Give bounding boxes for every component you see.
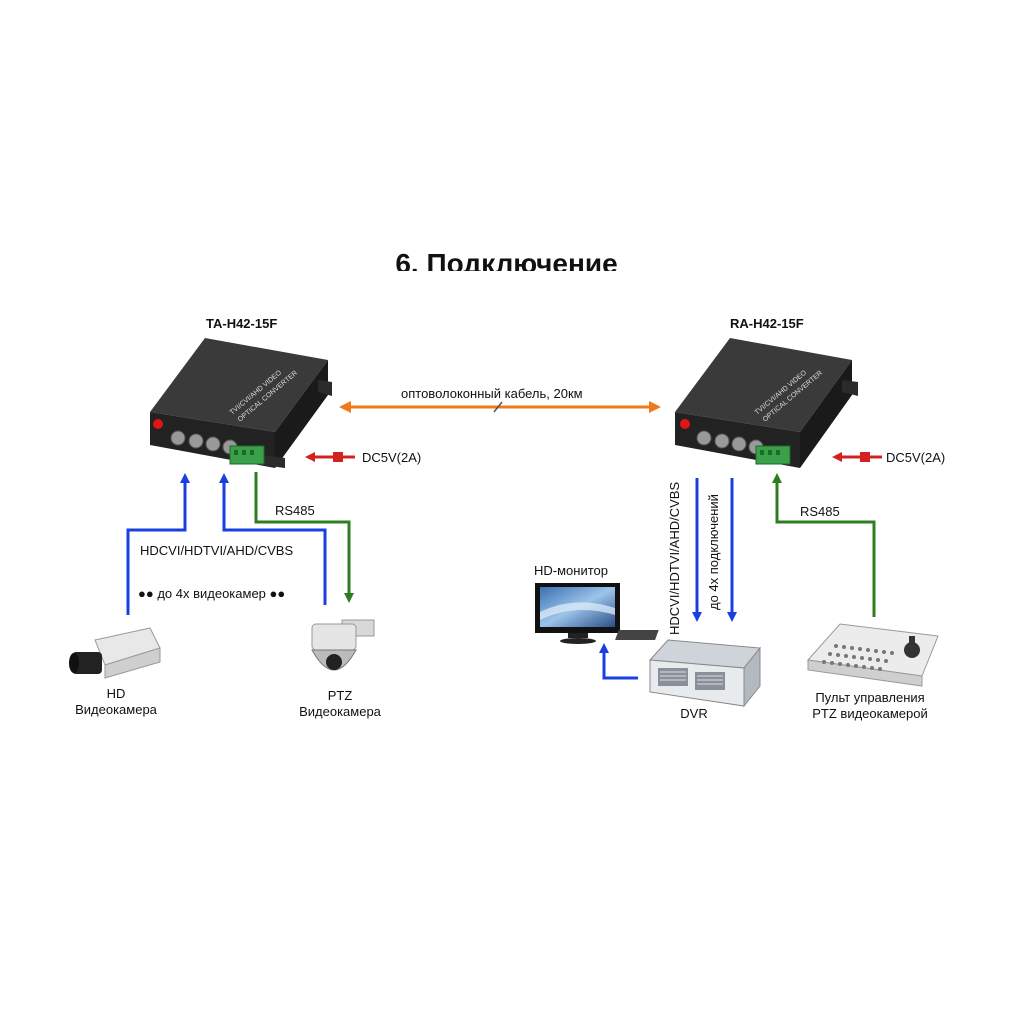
left-signal-formats-label: HDCVI/HDTVI/AHD/CVBS [140,543,294,558]
hd-camera-icon [69,627,161,679]
ptz-camera-video-line [219,473,327,605]
connections-count-label: до 4х подключений [706,494,721,610]
right-signal-formats-label: HDCVI/HDTVI/AHD/CVBS [667,481,682,635]
dvr-to-monitor-line [599,643,638,680]
ptz-camera-caption: PTZ Видеокамера [280,688,400,720]
page-title: 6. Подключение [395,248,618,271]
monitor-icon [535,583,620,644]
ptz-controller-icon [615,623,939,687]
hd-camera-caption-line-2: Видеокамера [75,702,157,717]
receiver-power-label: DC5V(2A) [886,450,946,465]
ptz-camera-icon [311,619,375,671]
transmitter-model-label: TA-H42-15F [206,316,278,331]
receiver-device: TVI/CVI/AHD VIDEO OPTICAL CONVERTER [675,338,858,468]
receiver-power-plug [860,452,870,462]
hd-camera-video-line [126,473,190,615]
ptz-camera-caption-line-2: Видеокамера [299,704,381,719]
fiber-break-mark [493,401,503,413]
controller-caption-line-2: PTZ видеокамерой [812,706,928,721]
transmitter-device: TVI/CVI/AHD VIDEO OPTICAL CONVERTER [150,338,332,468]
ptz-camera-caption-line-1: PTZ [327,688,353,703]
transmitter-power-label: DC5V(2A) [362,450,422,465]
hd-camera-caption-line-1: HD [106,686,126,701]
right-rs485-line [772,473,876,617]
fiber-cable-label: оптоволоконный кабель, 20км [401,386,583,401]
camera-count-label: ●● до 4х видеокамер ●● [138,586,286,601]
transmitter-power-plug [333,452,343,462]
controller-caption-line-1: Пульт управления [815,690,925,705]
left-rs485-label: RS485 [275,503,315,518]
dvr-caption: DVR [680,706,708,721]
left-rs485-line [254,472,354,603]
receiver-model-label: RA-H42-15F [730,316,804,331]
right-rs485-label: RS485 [800,504,840,519]
monitor-caption: HD-монитор [534,563,608,578]
dvr-icon [648,639,761,708]
controller-caption: Пульт управления PTZ видеокамерой [790,690,950,722]
hd-camera-caption: HD Видеокамера [56,686,176,718]
